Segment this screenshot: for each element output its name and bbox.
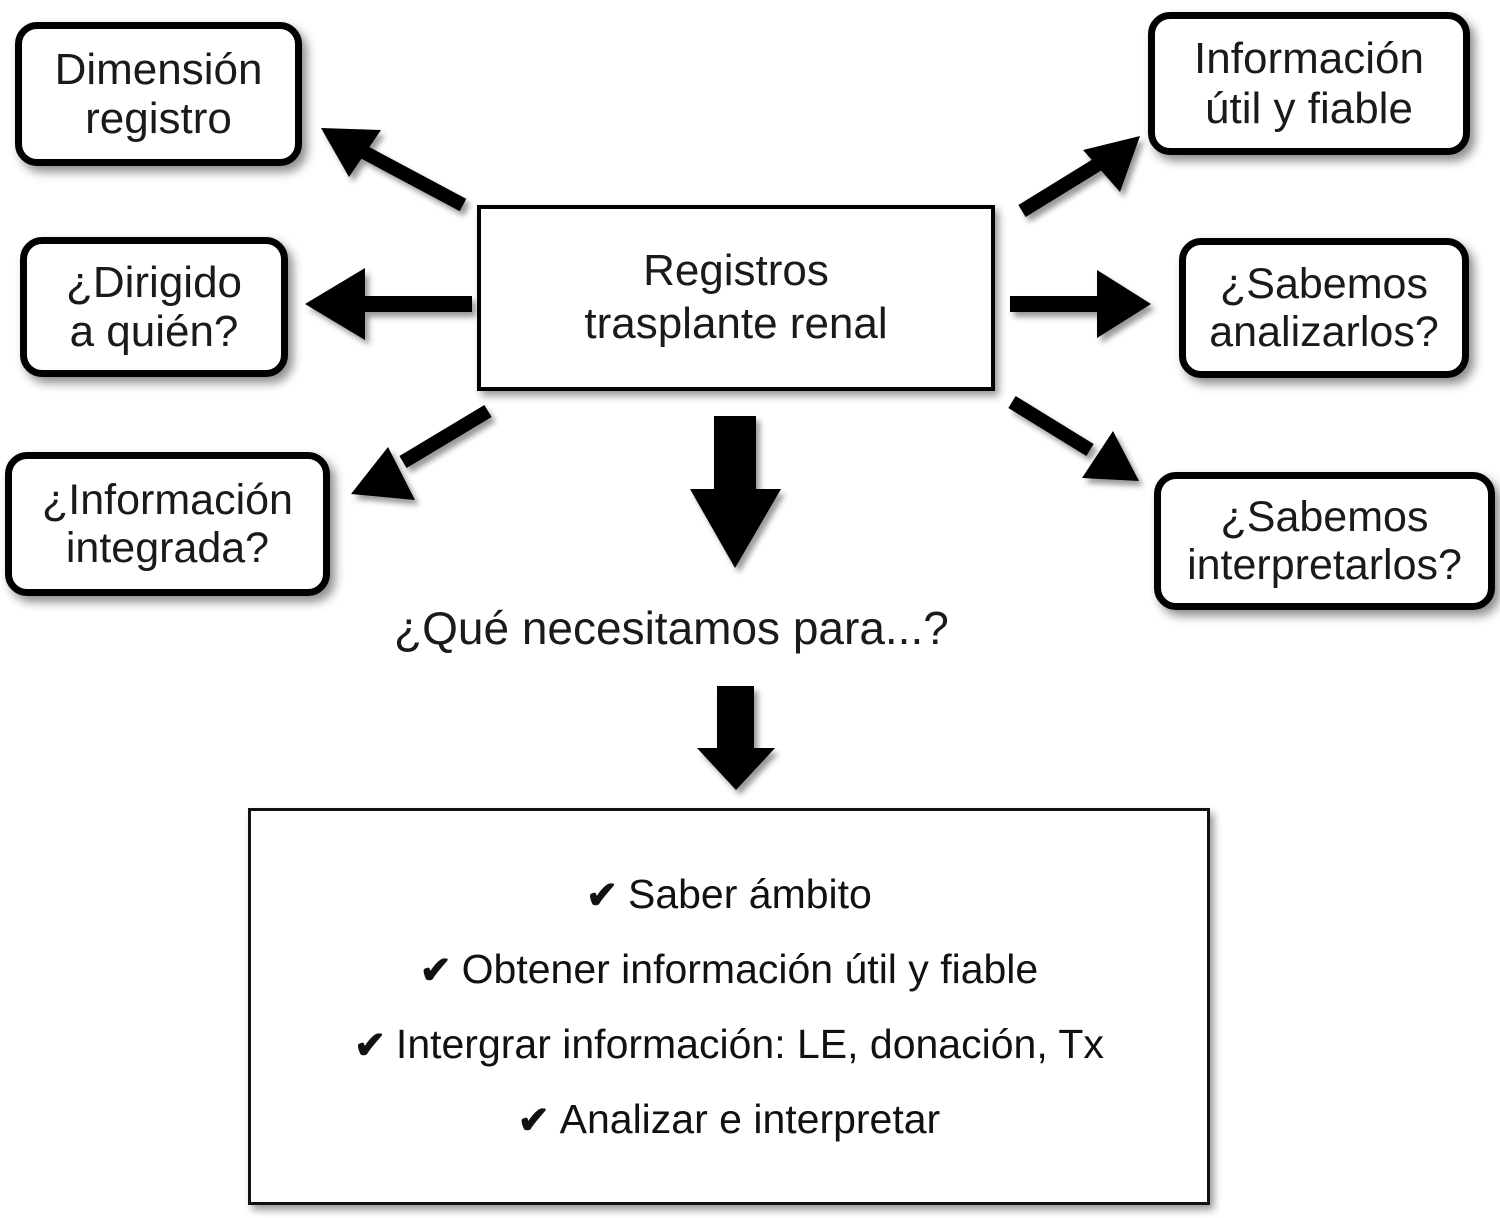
checklist-item: ✔ Obtener información útil y fiable xyxy=(420,946,1038,993)
node-informacion-integrada[interactable]: ¿Información integrada? xyxy=(5,452,330,596)
node-sabemos-interpretarlos-label: ¿Sabemos interpretarlos? xyxy=(1187,492,1462,589)
node-dimension-registro[interactable]: Dimensión registro xyxy=(15,22,302,166)
check-icon: ✔ xyxy=(354,1024,386,1067)
central-node[interactable]: Registros trasplante renal xyxy=(477,205,995,391)
flow-caption: ¿Qué necesitamos para...? xyxy=(394,602,949,654)
arrow-to-informacion-integrada xyxy=(351,404,492,500)
check-icon: ✔ xyxy=(517,1099,550,1142)
node-informacion-integrada-label: ¿Información integrada? xyxy=(42,475,293,572)
arrow-to-dirigido-a-quien xyxy=(305,268,472,340)
node-dimension-registro-label: Dimensión registro xyxy=(54,44,263,143)
checklist-item-label: Obtener información útil y fiable xyxy=(461,945,1039,992)
checklist-item: ✔ Intergrar información: LE, donación, T… xyxy=(354,1021,1104,1068)
arrow-to-dimension-registro xyxy=(321,128,467,212)
arrow-to-informacion-util-fiable xyxy=(1018,136,1140,217)
node-sabemos-analizarlos-label: ¿Sabemos analizarlos? xyxy=(1209,259,1439,356)
check-icon: ✔ xyxy=(419,949,452,992)
arrow-to-sabemos-interpretarlos xyxy=(1008,396,1139,481)
checklist-item: ✔ Analizar e interpretar xyxy=(518,1096,940,1143)
checklist-item: ✔ Saber ámbito xyxy=(586,871,872,918)
node-sabemos-analizarlos[interactable]: ¿Sabemos analizarlos? xyxy=(1179,238,1469,378)
checklist-item-label: Saber ámbito xyxy=(627,870,872,917)
node-informacion-util-fiable-label: Información útil y fiable xyxy=(1194,34,1424,133)
checklist-box: ✔ Saber ámbito ✔ Obtener información úti… xyxy=(248,808,1210,1205)
arrow-down-to-checklist xyxy=(697,686,775,790)
node-dirigido-a-quien[interactable]: ¿Dirigido a quién? xyxy=(20,237,288,377)
node-sabemos-interpretarlos[interactable]: ¿Sabemos interpretarlos? xyxy=(1154,472,1495,610)
arrow-down-to-caption xyxy=(690,416,781,568)
checklist-item-label: Analizar e interpretar xyxy=(559,1095,941,1142)
central-node-label: Registros trasplante renal xyxy=(584,246,888,348)
node-dirigido-a-quien-label: ¿Dirigido a quién? xyxy=(65,257,243,356)
arrow-to-sabemos-analizarlos xyxy=(1010,270,1151,338)
checklist-item-label: Intergrar información: LE, donación, Tx xyxy=(395,1020,1104,1067)
node-informacion-util-fiable[interactable]: Información útil y fiable xyxy=(1148,12,1470,155)
check-icon: ✔ xyxy=(586,874,618,917)
